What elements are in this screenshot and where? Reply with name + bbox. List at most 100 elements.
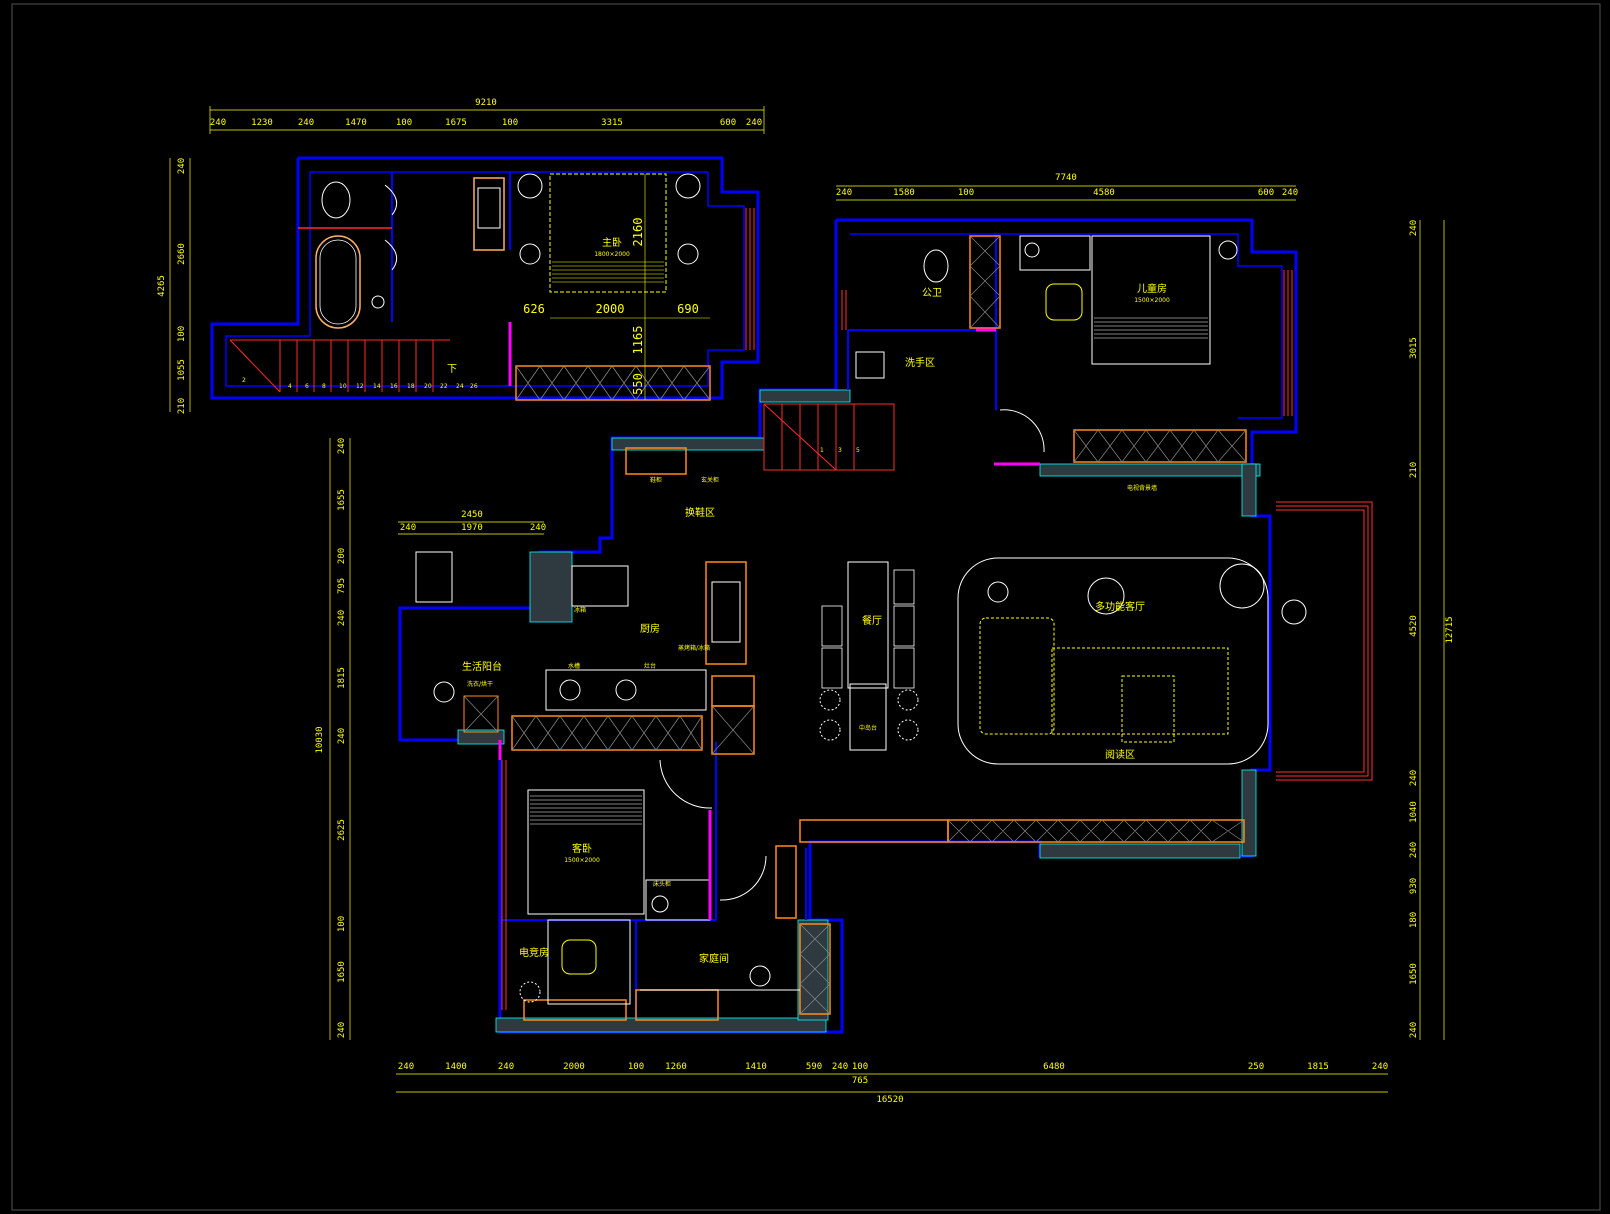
dim-bottom-9: 240: [832, 1062, 848, 1072]
dim-upper-top-9: 600: [720, 118, 736, 128]
dim-bottom-8: 590: [806, 1062, 822, 1072]
dim-upper-left-5: 210: [177, 398, 187, 414]
room-guest: 客卧: [572, 842, 592, 855]
stair-num-11: 22: [440, 383, 448, 390]
room-reading-area: 阅读区: [1105, 748, 1135, 761]
room-shoe-area: 换鞋区: [685, 506, 715, 519]
dim-balcony-total: 2450: [461, 510, 483, 520]
dim-right-top-1: 240: [836, 188, 852, 198]
room-family: 家庭间: [699, 952, 729, 965]
room-dining: 餐厅: [862, 614, 882, 627]
dim-upper-top-10: 240: [746, 118, 762, 128]
dim-right-2: 3015: [1409, 337, 1419, 359]
dim-bed-h-bot: 550: [631, 373, 645, 395]
dim-balcony-3: 240: [530, 523, 546, 533]
stair-num-4: 8: [322, 383, 326, 390]
stair-num-1: 2: [242, 377, 246, 384]
room-utility-balcony: 生活阳台: [462, 660, 502, 673]
dim-bottom-12: 250: [1248, 1062, 1264, 1072]
dim-bottom-14: 240: [1372, 1062, 1388, 1072]
dim-left-4: 795: [337, 578, 347, 594]
label-stairs-down: 下: [447, 364, 457, 375]
label-stove: 灶台: [644, 662, 656, 670]
label-island: 中岛台: [859, 724, 877, 732]
dim-bottom-11: 6480: [1043, 1062, 1065, 1072]
dim-right-6: 1040: [1409, 801, 1419, 823]
label-master-bed: 1800×2000: [594, 251, 630, 258]
viewport-border: [11, 3, 1601, 1211]
room-multi-living: 多功能客厅: [1095, 600, 1145, 613]
dim-upper-top-6: 1675: [445, 118, 467, 128]
room-master: 主卧: [602, 236, 622, 249]
dim-right-top-2: 1580: [893, 188, 915, 198]
stair-num-2: 4: [288, 383, 292, 390]
stair-num-8: 16: [390, 383, 398, 390]
dim-bottom-total: 16520: [876, 1095, 903, 1105]
label-shoe-cab: 鞋柜: [650, 476, 662, 484]
dim-upper-top-1: 240: [210, 118, 226, 128]
dim-upper-left-1: 240: [177, 158, 187, 174]
main-stair-num-1: 1: [820, 447, 824, 454]
dim-upper-left-3: 100: [177, 326, 187, 342]
dim-right-11: 240: [1409, 1022, 1419, 1038]
label-fridge: 冰箱: [574, 606, 586, 614]
dim-balcony-2: 1970: [461, 523, 483, 533]
dim-left-11: 240: [337, 1022, 347, 1038]
label-washer: 洗衣/烘干: [467, 680, 493, 688]
dim-upper-left-4: 1055: [177, 359, 187, 381]
label-oven: 蒸烤箱/冰箱: [678, 644, 710, 652]
dim-bottom-13: 1815: [1307, 1062, 1329, 1072]
dim-left-total: 10030: [315, 726, 325, 753]
dim-left-5: 240: [337, 610, 347, 626]
dim-upper-top-2: 1230: [251, 118, 273, 128]
stair-num-7: 14: [373, 383, 381, 390]
dim-bed-w-right: 690: [677, 302, 699, 316]
dim-left-9: 100: [337, 916, 347, 932]
dim-upper-top-5: 100: [396, 118, 412, 128]
upper-floor: [210, 156, 760, 401]
dimension-lines: [169, 106, 1445, 1093]
dim-left-10: 1650: [337, 961, 347, 983]
stair-num-13: 26: [470, 383, 478, 390]
dim-bottom-1: 240: [398, 1062, 414, 1072]
room-kitchen: 厨房: [640, 622, 660, 635]
dim-left-2: 1655: [337, 489, 347, 511]
dim-bottom-3: 240: [498, 1062, 514, 1072]
dim-bottom-sub: 765: [852, 1076, 868, 1086]
dim-upper-left-total: 4265: [157, 275, 167, 297]
dim-upper-top-8: 3315: [601, 118, 623, 128]
stair-num-3: 6: [305, 383, 309, 390]
room-ebook: 电竞房: [519, 946, 549, 959]
dim-bottom-2: 1400: [445, 1062, 467, 1072]
dim-upper-overall: 9210: [475, 98, 497, 108]
dim-right-1: 240: [1409, 220, 1419, 236]
dim-bottom-4: 2000: [563, 1062, 585, 1072]
dim-right-10: 1650: [1409, 963, 1419, 985]
dim-bed-w-left: 626: [523, 302, 545, 316]
dim-bed-w-mid: 2000: [596, 302, 625, 316]
dim-left-1: 240: [337, 438, 347, 454]
dim-right-9: 180: [1409, 912, 1419, 928]
dim-balcony-1: 240: [400, 523, 416, 533]
label-entry-cab: 玄关柜: [701, 476, 719, 484]
dim-left-3: 200: [337, 548, 347, 564]
stair-num-12: 24: [456, 383, 464, 390]
stair-num-6: 12: [356, 383, 364, 390]
dim-bottom-10: 100: [852, 1062, 868, 1072]
main-floor: [398, 218, 1373, 1034]
dim-right-4: 4520: [1409, 615, 1419, 637]
dim-right-5: 240: [1409, 770, 1419, 786]
dim-right-3: 210: [1409, 462, 1419, 478]
dim-upper-top-3: 240: [298, 118, 314, 128]
room-kids: 儿童房: [1137, 282, 1167, 295]
label-kids-bed: 1500×2000: [1134, 297, 1170, 304]
dim-left-8: 2625: [337, 819, 347, 841]
dim-upper-top-4: 1470: [345, 118, 367, 128]
dim-right-top-4: 4580: [1093, 188, 1115, 198]
dim-upper-top-7: 100: [502, 118, 518, 128]
dim-bottom-5: 100: [628, 1062, 644, 1072]
stair-num-10: 20: [424, 383, 432, 390]
dim-right-top-6: 240: [1282, 188, 1298, 198]
